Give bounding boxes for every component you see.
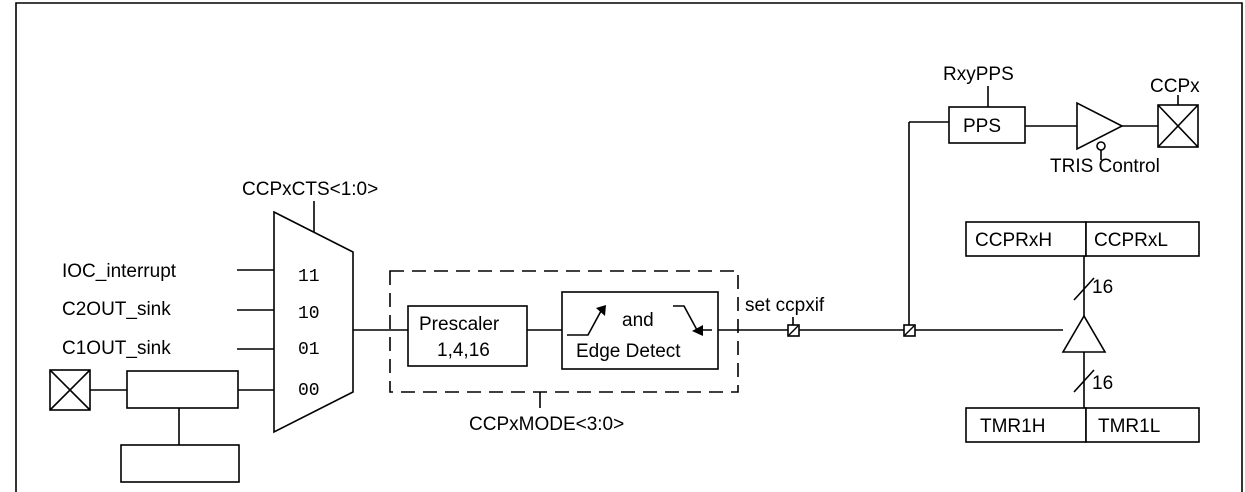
edge-detect-box <box>561 291 719 370</box>
mux-input-01: 01 <box>298 340 320 360</box>
diagram-frame <box>15 2 1243 492</box>
edge-detect-label: Edge Detect <box>576 341 681 362</box>
input-aux-box <box>120 444 240 483</box>
rising-edge-icon <box>567 305 606 336</box>
pps-label: PPS <box>963 116 1001 137</box>
capture-mode-group <box>389 270 739 393</box>
mux-input-10: 10 <box>298 304 320 324</box>
tmr1l-register <box>1085 407 1200 443</box>
ccpxcts-label: CCPxCTS<1:0> <box>242 179 378 200</box>
rxypps-label: RxyPPS <box>943 64 1014 85</box>
ccpx-label: CCPx <box>1150 76 1200 97</box>
input-pin-icon <box>49 369 91 411</box>
falling-edge-icon <box>673 305 712 336</box>
c2out-sink-label: C2OUT_sink <box>62 299 171 320</box>
ioc-interrupt-label: IOC_interrupt <box>62 261 177 282</box>
bus-width-bottom: 16 <box>1092 373 1113 394</box>
ccpxmode-label: CCPxMODE<3:0> <box>469 414 624 435</box>
ccprxl-register <box>1085 221 1200 257</box>
prescaler-box <box>407 305 528 367</box>
input-sync-box <box>126 370 239 409</box>
prescaler-values: 1,4,16 <box>437 340 490 361</box>
ccprxh-label: CCPRxH <box>975 230 1052 251</box>
ccprxl-label: CCPRxL <box>1094 230 1168 251</box>
ccpxif-node-icon <box>787 324 800 337</box>
input-mux <box>273 210 354 434</box>
capture-buffer-icon <box>1061 314 1107 353</box>
bus-width-top: 16 <box>1092 277 1113 298</box>
ccpx-pin-icon <box>1157 104 1199 148</box>
c1out-sink-label: C1OUT_sink <box>62 338 171 359</box>
mux-input-00: 00 <box>298 381 320 401</box>
prescaler-title: Prescaler <box>419 314 500 335</box>
tristate-buffer-icon <box>1076 101 1124 160</box>
pps-junction-icon <box>903 324 916 337</box>
mux-input-11: 11 <box>298 267 320 287</box>
set-ccpxif-label: set ccpxif <box>745 295 825 316</box>
tmr1l-label: TMR1L <box>1098 416 1160 437</box>
pps-box <box>948 106 1026 144</box>
edge-and-label: and <box>622 310 654 331</box>
tris-control-label: TRIS Control <box>1050 156 1160 177</box>
tmr1h-label: TMR1H <box>980 416 1045 437</box>
